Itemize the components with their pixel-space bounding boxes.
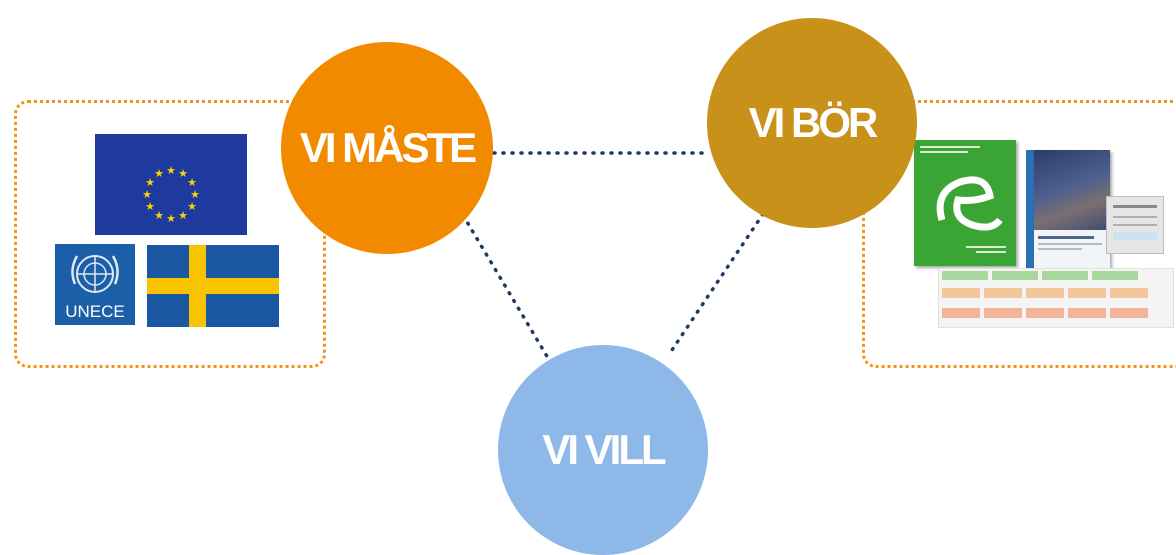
svg-text:★: ★ (166, 164, 176, 177)
svg-text:★: ★ (145, 200, 155, 213)
svg-text:★: ★ (187, 200, 197, 213)
svg-text:★: ★ (145, 176, 155, 189)
unece-logo: UNECE (55, 244, 135, 325)
colored-table-thumbnail (938, 268, 1174, 328)
svg-text:★: ★ (142, 188, 152, 201)
circle-vi-bor: VI BÖR (707, 18, 917, 228)
circle-vi-maste-label: VI MÅSTE (299, 124, 477, 171)
svg-text:★: ★ (187, 176, 197, 189)
right-documents-frame (862, 100, 1176, 368)
unece-logo-text: UNECE (65, 302, 125, 321)
svg-text:★: ★ (190, 188, 200, 201)
blue-brochure-cover (1026, 150, 1110, 268)
green-booklet-cover (914, 140, 1016, 266)
circle-vi-bor-label: VI BÖR (748, 99, 879, 146)
un-emblem-icon (71, 255, 119, 293)
svg-text:★: ★ (154, 167, 164, 180)
circle-vi-maste: VI MÅSTE (281, 42, 493, 254)
connector-must-want (452, 198, 550, 360)
circle-vi-vill-label: VI VILL (542, 426, 666, 473)
swedish-flag-image (147, 245, 279, 327)
eu-flag-image: ★ ★ ★ ★ ★ ★ ★ ★ ★ ★ ★ ★ (95, 134, 247, 235)
circle-vi-vill: VI VILL (498, 345, 708, 555)
svg-text:★: ★ (178, 209, 188, 222)
document-thumbnails (910, 140, 1174, 340)
svg-text:★: ★ (154, 209, 164, 222)
connector-should-want (666, 212, 765, 358)
svg-text:★: ★ (178, 167, 188, 180)
gray-card (1106, 196, 1164, 254)
svg-text:★: ★ (166, 212, 176, 225)
